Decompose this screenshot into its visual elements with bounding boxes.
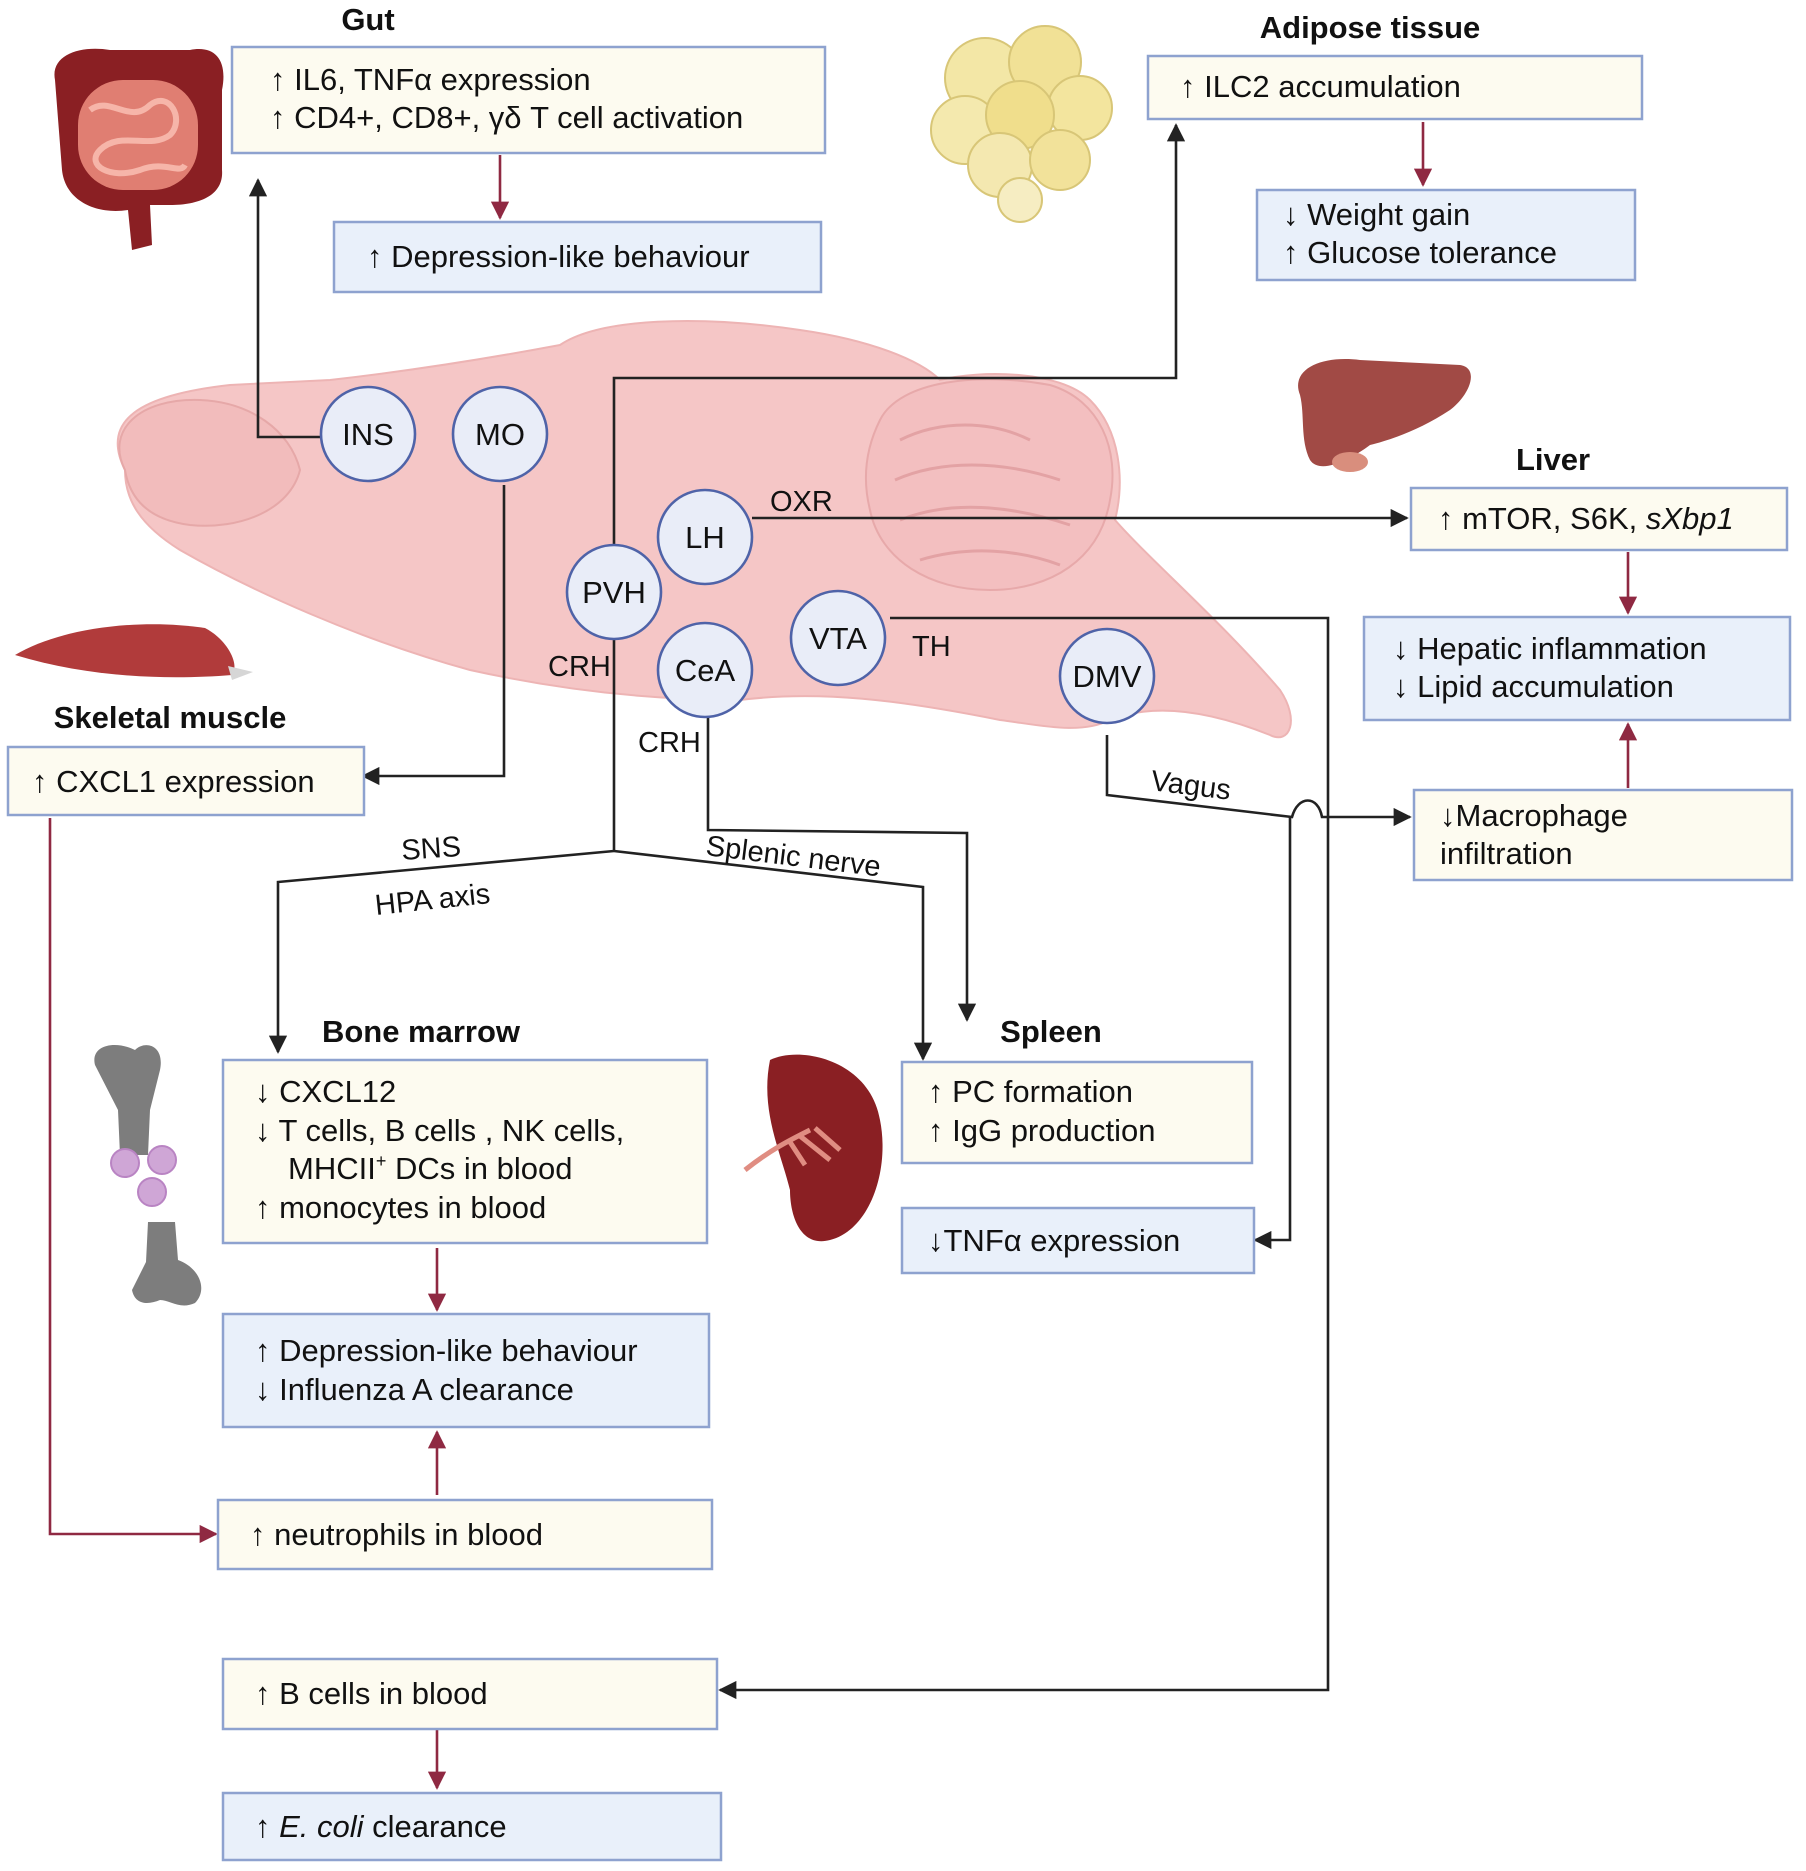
intestine-folds <box>88 98 188 177</box>
gallbladder-shape <box>1332 452 1368 472</box>
svg-text:infiltration: infiltration <box>1440 836 1573 871</box>
spleen-shape <box>767 1054 883 1242</box>
liver-title: Liver <box>1516 442 1590 477</box>
liver-effect-box: ↑ mTOR, S6K, sXbp1 <box>1409 486 1789 552</box>
gut-effect-box: ↑ IL6, TNFα expression ↑ CD4+, CD8+, γδ … <box>230 45 827 155</box>
gut-outcome-box: ↑ Depression-like behaviour <box>332 220 823 294</box>
muscle-shape <box>15 624 235 678</box>
svg-text:↑ E. coli clearance: ↑ E. coli clearance <box>255 1809 507 1844</box>
macrophage-box: ↓Macrophage infiltration <box>1412 788 1794 882</box>
hpa-axis-label: HPA axis <box>373 878 491 922</box>
adipose-effect-box: ↑ ILC2 accumulation <box>1146 54 1644 121</box>
bone-marrow-outcome-box: ↑ Depression-like behaviour ↓ Influenza … <box>221 1312 711 1429</box>
cea-to-spleen-arrow <box>706 710 977 1022</box>
oxr-label: OXR <box>770 486 833 518</box>
svg-text:INS: INS <box>342 417 394 452</box>
svg-text:↑ monocytes in blood: ↑ monocytes in blood <box>255 1190 546 1225</box>
svg-text:VTA: VTA <box>809 621 867 656</box>
svg-text:↓ T cells, B cells , NK cells,: ↓ T cells, B cells , NK cells, <box>255 1113 624 1148</box>
svg-text:PVH: PVH <box>582 575 646 610</box>
ins-to-gut-arrow <box>248 178 320 439</box>
liver-outcome-box: ↓ Hepatic inflammation ↓ Lipid accumulat… <box>1362 615 1792 722</box>
pvh-to-adipose-arrow <box>612 123 1186 555</box>
svg-text:↓ Lipid accumulation: ↓ Lipid accumulation <box>1393 669 1674 704</box>
region-mo: MO <box>451 385 549 483</box>
svg-text:↑ Depression-like behaviour: ↑ Depression-like behaviour <box>367 239 750 274</box>
svg-text:↑ neutrophils in blood: ↑ neutrophils in blood <box>250 1517 543 1552</box>
svg-text:↑ PC formation: ↑ PC formation <box>928 1074 1133 1109</box>
svg-text:↑ Glucose tolerance: ↑ Glucose tolerance <box>1283 235 1557 270</box>
sns-label: SNS <box>400 831 462 867</box>
svg-text:CeA: CeA <box>675 653 736 688</box>
th-label: TH <box>912 631 951 663</box>
neutrophils-box: ↑ neutrophils in blood <box>216 1498 714 1571</box>
red-connectors <box>48 122 1638 1790</box>
cerebellum-folds <box>894 423 1071 567</box>
muscle-effect-box: ↑ CXCL1 expression <box>6 745 366 817</box>
svg-text:↑ ILC2 accumulation: ↑ ILC2 accumulation <box>1180 69 1461 104</box>
svg-text:↓TNFα expression: ↓TNFα expression <box>928 1223 1180 1258</box>
svg-text:MHCII+ DCs in blood: MHCII+ DCs in blood <box>288 1151 572 1186</box>
vta-to-bcells-arrow <box>718 616 1330 1700</box>
muscle-illustration <box>15 624 253 680</box>
splenic-nerve-label: Splenic nerve <box>704 830 882 883</box>
bone-marrow-title: Bone marrow <box>322 1014 521 1049</box>
bone-marrow-effect-box: ↓ CXCL12 ↓ T cells, B cells , NK cells, … <box>221 1058 709 1245</box>
region-cea: CeA <box>656 621 754 719</box>
svg-text:↓ Hepatic inflammation: ↓ Hepatic inflammation <box>1393 631 1707 666</box>
dmv-vagus-arrow <box>1105 735 1412 827</box>
crh-cea-label: CRH <box>638 727 701 759</box>
svg-text:↑ CD4+, CD8+, γδ T cell activa: ↑ CD4+, CD8+, γδ T cell activation <box>270 100 743 135</box>
tendon-shape <box>228 666 253 680</box>
spleen-effect-box: ↑ PC formation ↑ IgG production <box>900 1060 1254 1165</box>
gut-illustration <box>54 48 224 250</box>
region-pvh: PVH <box>565 543 663 641</box>
svg-text:↓ Influenza A clearance: ↓ Influenza A clearance <box>255 1372 574 1407</box>
crh-pvh-label: CRH <box>548 651 611 683</box>
liver-illustration <box>1298 359 1471 472</box>
svg-text:↑ B cells in blood: ↑ B cells in blood <box>255 1676 488 1711</box>
svg-text:DMV: DMV <box>1073 659 1142 694</box>
sns-hpa-arrow <box>268 849 615 1054</box>
gut-title: Gut <box>341 2 394 37</box>
svg-text:↑ IL6, TNFα expression: ↑ IL6, TNFα expression <box>270 62 591 97</box>
olfactory-bulb-shape <box>118 398 302 527</box>
svg-text:↑ IgG production: ↑ IgG production <box>928 1113 1155 1148</box>
skeletal-muscle-title: Skeletal muscle <box>54 700 287 735</box>
region-lh: LH <box>656 488 754 586</box>
bone-marrow-illustration <box>94 1045 202 1306</box>
ecoli-box: ↑ E. coli clearance <box>221 1791 723 1862</box>
muscle-to-neutro-arrow <box>48 818 218 1544</box>
svg-text:↓ Weight gain: ↓ Weight gain <box>1283 197 1470 232</box>
region-ins: INS <box>319 385 417 483</box>
vagus-to-tnf-arrow <box>1253 817 1292 1250</box>
svg-text:MO: MO <box>475 417 525 452</box>
mo-to-muscle-arrow <box>361 485 506 786</box>
liver-shape <box>1298 359 1471 467</box>
svg-text:↓ CXCL12: ↓ CXCL12 <box>255 1074 396 1109</box>
region-dmv: DMV <box>1058 627 1156 725</box>
cerebellum-shape <box>864 378 1114 592</box>
svg-text:LH: LH <box>685 520 725 555</box>
svg-text:↑ Depression-like behaviour: ↑ Depression-like behaviour <box>255 1333 638 1368</box>
splenic-vessels <box>743 1126 842 1172</box>
bone-top-shape <box>94 1045 161 1155</box>
adipose-outcome-box: ↓ Weight gain ↑ Glucose tolerance <box>1255 188 1637 282</box>
svg-text:↑ CXCL1 expression: ↑ CXCL1 expression <box>32 764 315 799</box>
region-vta: VTA <box>789 589 887 687</box>
b-cells-box: ↑ B cells in blood <box>221 1657 719 1731</box>
adipose-title: Adipose tissue <box>1260 10 1481 45</box>
spleen-illustration <box>743 1054 883 1242</box>
black-connectors <box>248 123 1412 1700</box>
adipose-illustration <box>930 25 1113 223</box>
spleen-title: Spleen <box>1000 1014 1102 1049</box>
bone-bottom-shape <box>132 1222 202 1306</box>
svg-text:↑ mTOR, S6K, sXbp1: ↑ mTOR, S6K, sXbp1 <box>1438 501 1734 536</box>
spleen-tnf-box: ↓TNFα expression <box>900 1206 1256 1275</box>
splenic-nerve-arrow <box>613 849 933 1061</box>
svg-text:↓Macrophage: ↓Macrophage <box>1440 798 1628 833</box>
